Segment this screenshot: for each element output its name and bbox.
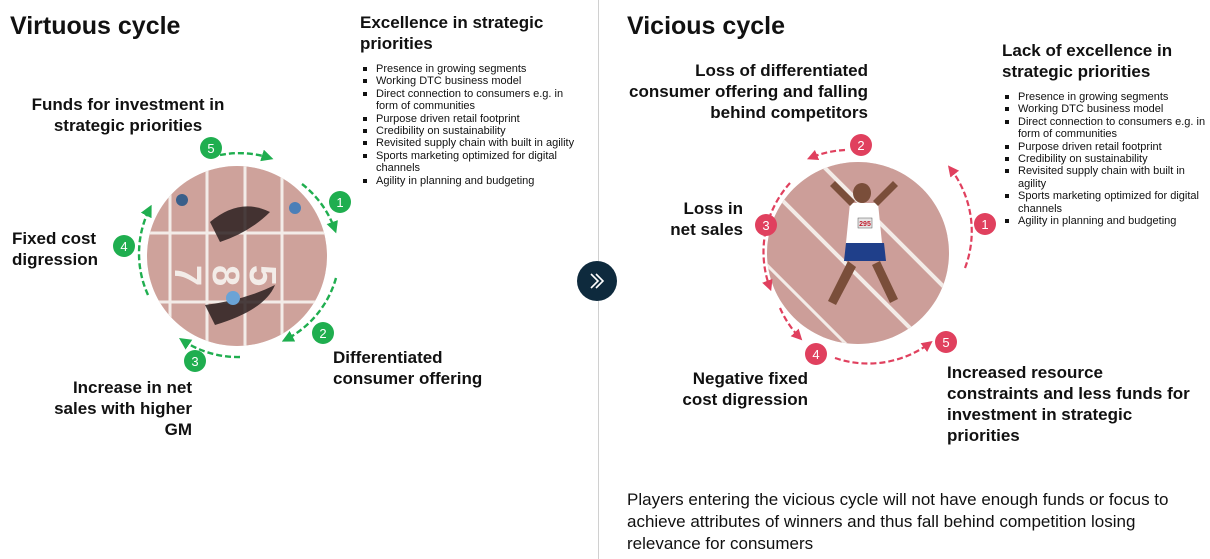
svg-text:4: 4 — [812, 347, 819, 362]
badge-5: 5 — [935, 331, 957, 353]
lack-excellence-bullet-list: Presence in growing segments Working DTC… — [1002, 91, 1207, 227]
lane-number: 8 — [204, 265, 246, 286]
badge-2: 2 — [850, 134, 872, 156]
virtuous-cycle-title: Virtuous cycle — [10, 12, 181, 40]
bullet-item: Agility in planning and budgeting — [360, 175, 575, 187]
loss-net-sales-label: Loss in net sales — [670, 199, 743, 239]
badge-4: 4 — [113, 235, 135, 257]
bullet-item: Revisited supply chain with built in agi… — [1002, 165, 1207, 190]
increased-constraints-label: Increased resource constraints and less … — [947, 363, 1190, 445]
badge-3: 3 — [755, 214, 777, 236]
svg-text:5: 5 — [942, 335, 949, 350]
bullet-item: Working DTC business model — [1002, 103, 1207, 115]
negative-fixed-cost-label: Negative fixed cost digression — [682, 369, 808, 409]
bullet-item: Presence in growing segments — [1002, 91, 1207, 103]
vicious-cycle-title: Vicious cycle — [627, 12, 785, 40]
badge-2: 2 — [312, 322, 334, 344]
badge-3: 3 — [184, 350, 206, 372]
excellence-bullet-list: Presence in growing segments Working DTC… — [360, 63, 575, 187]
svg-text:1: 1 — [981, 217, 988, 232]
badge-5: 5 — [200, 137, 222, 159]
badge-4: 4 — [805, 343, 827, 365]
running-track-photo: 7 8 5 — [147, 166, 327, 346]
bullet-item: Sports marketing optimized for digital c… — [360, 150, 575, 175]
svg-text:2: 2 — [319, 326, 326, 341]
svg-text:5: 5 — [207, 141, 214, 156]
bullet-item: Working DTC business model — [360, 75, 575, 87]
lane-number: 5 — [241, 265, 283, 286]
svg-text:4: 4 — [120, 239, 127, 254]
funds-label: Funds for investment in strategic priori… — [31, 95, 225, 135]
vicious-cycle-diagram: 295 1 2 3 4 5 — [755, 134, 996, 365]
differentiated-label: Differentiated consumer offering — [333, 348, 483, 388]
svg-text:2: 2 — [857, 138, 864, 153]
bullet-item: Credibility on sustainability — [1002, 153, 1207, 165]
lying-athlete-photo: 295 — [767, 162, 949, 344]
loss-offering-label: Loss of differentiated consumer offering… — [629, 61, 868, 122]
bullet-item: Credibility on sustainability — [360, 125, 575, 137]
fixed-cost-label: Fixed cost digression — [12, 229, 98, 269]
bullet-item: Presence in growing segments — [360, 63, 575, 75]
bullet-item: Agility in planning and budgeting — [1002, 215, 1207, 227]
increase-net-sales-label: Increase in net sales with higher GM — [54, 378, 192, 439]
bullet-item: Purpose driven retail footprint — [360, 113, 575, 125]
excellence-header: Excellence in strategic priorities — [360, 13, 544, 53]
lack-excellence-header: Lack of excellence in strategic prioriti… — [1002, 41, 1173, 81]
svg-text:3: 3 — [762, 218, 769, 233]
svg-text:3: 3 — [191, 354, 198, 369]
bullet-item: Direct connection to consumers e.g. in f… — [1002, 116, 1207, 141]
bullet-item: Sports marketing optimized for digital c… — [1002, 190, 1207, 215]
svg-text:1: 1 — [336, 195, 343, 210]
bullet-item: Revisited supply chain with built in agi… — [360, 137, 575, 149]
badge-1: 1 — [329, 191, 351, 213]
footer-note: Players entering the vicious cycle will … — [627, 490, 1169, 553]
double-chevron-right-icon — [577, 261, 617, 301]
bullet-item: Direct connection to consumers e.g. in f… — [360, 88, 575, 113]
bib-number: 295 — [859, 221, 871, 228]
bullet-item: Purpose driven retail footprint — [1002, 141, 1207, 153]
virtuous-cycle-diagram: 7 8 5 1 2 3 4 5 — [113, 137, 351, 372]
lane-number: 7 — [166, 265, 208, 286]
badge-1: 1 — [974, 213, 996, 235]
